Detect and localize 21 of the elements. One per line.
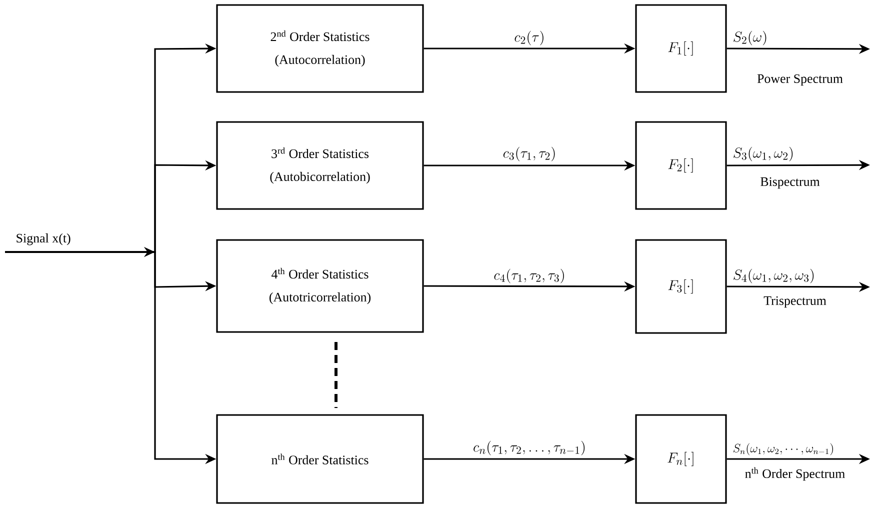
statistics-box: 2$^{nd}$ Order Statistics (Autocorrelation) xyxy=(216,4,424,93)
edge-label: $S_4(\omega_1,\omega_2,\omega_3)$ xyxy=(734,268,814,284)
edge-label: $S_3(\omega_1,\omega_2)$ xyxy=(734,146,793,162)
edge-label: $c_4(\tau_1,\tau_2,\tau_3)$ xyxy=(494,268,564,284)
output-label: Trispectrum xyxy=(764,296,826,308)
function-box: $F_n[\cdot]$ xyxy=(635,414,727,504)
output-label: Power Spectrum xyxy=(757,74,843,86)
edge-label: $c_3(\tau_1,\tau_2)$ xyxy=(503,146,555,162)
edge-label: $S_2(\omega)$ xyxy=(734,30,766,46)
statistics-box: 3$^{rd}$ Order Statistics (Autobicorrelation) xyxy=(216,121,424,210)
edge-label: $c_2(\tau)$ xyxy=(514,30,544,46)
output-label: Bispectrum xyxy=(760,177,820,189)
output-label: n$^{th}$ Order Spectrum xyxy=(745,467,845,481)
edge-label: $S_n(\omega_1,\omega_2,\cdots,\omega_{n-1})$ xyxy=(733,443,834,456)
edge-label: $c_n(\tau_1,\tau_2,\ldots,\tau_{n-1})$ xyxy=(474,440,585,456)
function-box: $F_3[\cdot]$ xyxy=(635,239,727,334)
signal-label: Signal x(t) xyxy=(16,233,70,246)
statistics-box: 4$^{th}$ Order Statistics (Autotricorrelation) xyxy=(216,239,424,333)
statistics-box: n$^{th}$ Order Statistics xyxy=(216,414,424,504)
function-box: $F_1[\cdot]$ xyxy=(635,4,727,93)
function-box: $F_2[\cdot]$ xyxy=(635,121,727,210)
